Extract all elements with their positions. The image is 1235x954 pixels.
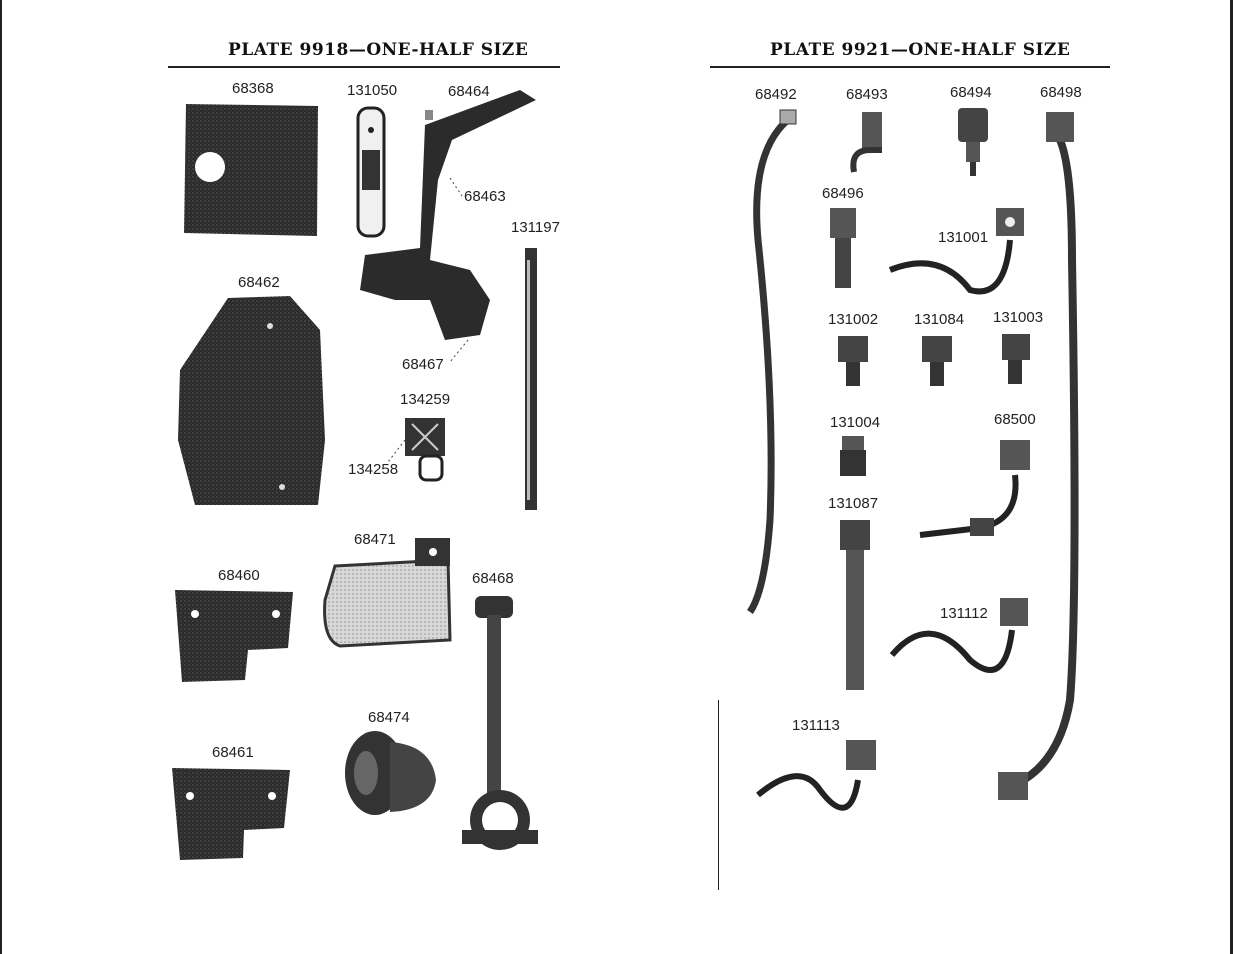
part-label: 68464 (448, 83, 490, 100)
part-131004-figure (840, 436, 866, 476)
part-label: 68462 (238, 274, 280, 291)
part-label: 68467 (402, 356, 444, 373)
part-68471-figure (323, 538, 452, 648)
left-plate: PLATE 9918—ONE-HALF SIZE (0, 0, 600, 954)
part-68464-figure (360, 90, 536, 340)
part-131002-figure (838, 336, 868, 386)
part-68474-figure (345, 731, 436, 815)
part-68494-figure (958, 108, 988, 176)
part-131050-figure (356, 106, 386, 238)
part-134259-figure (405, 418, 445, 482)
part-131113-figure (756, 740, 876, 811)
part-68461-figure (172, 768, 290, 860)
part-label: 68461 (212, 744, 254, 761)
part-68460-figure (175, 590, 293, 682)
part-label: 131087 (828, 495, 879, 512)
part-label: 131197 (511, 219, 560, 236)
part-label: 68498 (1040, 84, 1082, 101)
left-plate-title: PLATE 9918—ONE-HALF SIZE (228, 40, 529, 60)
part-68368-figure (184, 104, 318, 236)
part-131001-figure (888, 208, 1024, 295)
part-label: 131002 (828, 311, 879, 328)
part-label: 131084 (914, 311, 965, 328)
part-label: 131112 (940, 605, 988, 622)
page-edge-right (1230, 0, 1233, 954)
part-label: 68463 (464, 188, 506, 205)
part-131112-figure (889, 598, 1028, 673)
part-131084-figure (922, 336, 952, 386)
part-68493-figure (850, 112, 882, 173)
part-label: 134259 (400, 391, 451, 408)
part-68492-figure (747, 115, 793, 614)
part-label: 68468 (472, 570, 514, 587)
part-68496-figure (830, 208, 856, 288)
part-131087-figure (840, 520, 870, 690)
gutter-line (718, 700, 719, 890)
part-label: 131113 (792, 717, 840, 734)
part-label: 68493 (846, 86, 888, 103)
part-label: 68368 (232, 80, 274, 97)
right-plate-illustrations (747, 108, 1079, 811)
part-131003-figure (1002, 334, 1030, 384)
part-label: 131050 (347, 82, 398, 99)
right-plate-title: PLATE 9921—ONE-HALF SIZE (770, 40, 1071, 60)
part-label: 131001 (938, 229, 989, 246)
part-label: 134258 (348, 461, 399, 478)
part-label: 68492 (755, 86, 797, 103)
part-label: 131003 (993, 309, 1044, 326)
right-plate: PLATE 9921—ONE-HALF SIZE (600, 0, 1235, 954)
part-68500-figure (919, 440, 1030, 538)
part-label: 68474 (368, 709, 410, 726)
part-label: 68471 (354, 531, 396, 548)
part-131197-figure (525, 248, 537, 510)
page-edge-left (0, 0, 2, 954)
part-label: 131004 (830, 414, 881, 431)
part-68462-figure (178, 296, 325, 505)
part-label: 68500 (994, 411, 1036, 428)
part-label: 68460 (218, 567, 260, 584)
part-label: 68496 (822, 185, 864, 202)
right-plate-rule (710, 66, 1110, 68)
part-68498-figure (1017, 129, 1079, 786)
part-label: 68494 (950, 84, 992, 101)
left-plate-rule (168, 66, 560, 68)
part-68468-figure (462, 596, 538, 850)
left-plate-illustrations (172, 90, 538, 860)
